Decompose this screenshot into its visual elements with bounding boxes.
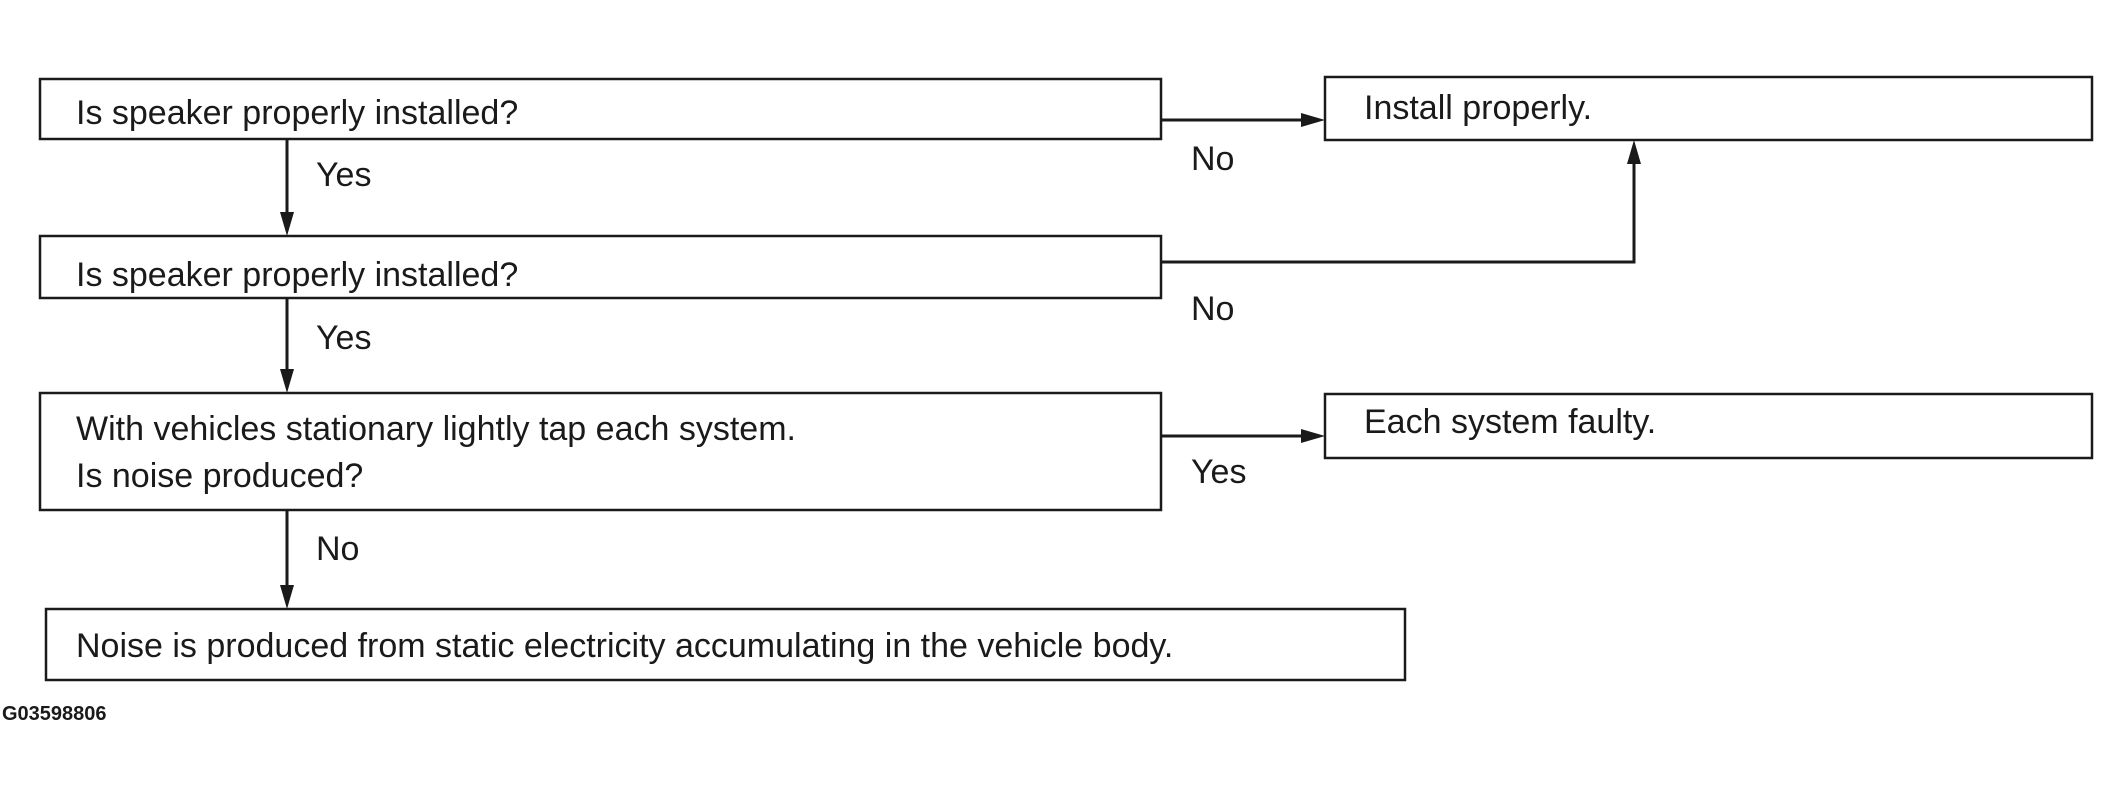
node-result-system-faulty: Each system faulty. <box>1323 392 2094 460</box>
edge-q2-to-install: No <box>1161 140 1641 328</box>
edge-q1-to-q2-label: Yes <box>316 156 371 194</box>
edge-q2-to-q3-label: Yes <box>316 319 371 357</box>
edge-q2-to-q3: Yes <box>280 298 371 393</box>
edge-q1-to-q2: Yes <box>280 139 371 236</box>
node-result-static-line-1: Noise is produced from static electricit… <box>76 627 1173 665</box>
edge-q1-to-install: No <box>1161 113 1325 178</box>
arrowhead-down-icon <box>280 369 294 393</box>
edge-q3-to-static: No <box>280 510 359 609</box>
node-q2-line-1: Is speaker properly installed? <box>76 256 518 294</box>
node-q1-line-1: Is speaker properly installed? <box>76 94 518 132</box>
arrowhead-down-icon <box>280 212 294 236</box>
arrowhead-right-icon <box>1301 429 1325 443</box>
edge-q3-to-faulty: Yes <box>1161 429 1325 491</box>
arrowhead-up-icon <box>1627 140 1641 164</box>
node-q2-speaker-installed: Is speaker properly installed? <box>38 234 1163 300</box>
edge-q3-to-faulty-label: Yes <box>1191 453 1246 491</box>
node-result-faulty-line-1: Each system faulty. <box>1364 403 1656 441</box>
node-q3-line-1: With vehicles stationary lightly tap eac… <box>76 410 796 448</box>
node-q3-line-2: Is noise produced? <box>76 457 363 495</box>
edge-q1-to-install-label: No <box>1191 140 1234 178</box>
figure-id: G03598806 <box>2 703 107 725</box>
arrowhead-right-icon <box>1301 113 1325 127</box>
node-result-static-electricity: Noise is produced from static electricit… <box>44 607 1407 682</box>
arrowhead-down-icon <box>280 585 294 609</box>
edge-q3-to-static-label: No <box>316 530 359 568</box>
node-q3-tap-systems: With vehicles stationary lightly tap eac… <box>38 391 1163 512</box>
node-result-install-properly: Install properly. <box>1323 75 2094 142</box>
edge-q2-to-install-label: No <box>1191 290 1234 328</box>
node-q1-speaker-installed: Is speaker properly installed? <box>38 77 1163 141</box>
node-result-install-line-1: Install properly. <box>1364 89 1592 127</box>
